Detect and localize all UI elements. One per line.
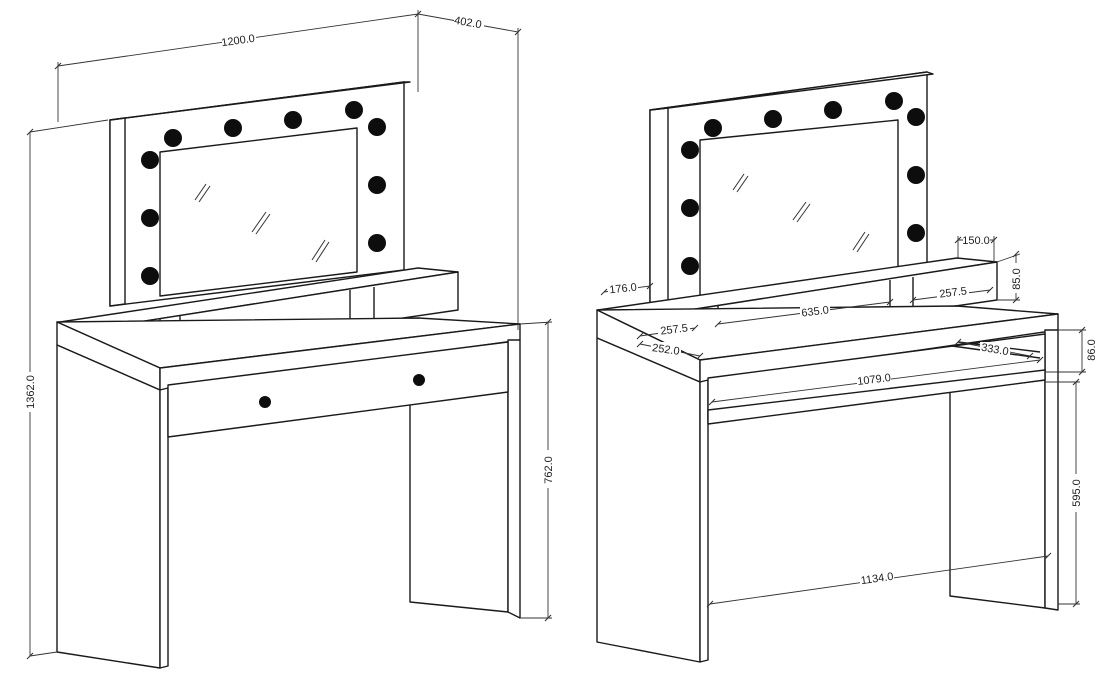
- left-drawer: [167, 341, 509, 438]
- right-vanity-view: 176.0 150.0 85.0 635.0 257.5: [596, 71, 1098, 663]
- mirror-frame-side: [109, 117, 126, 307]
- left-leg-side: [596, 337, 701, 663]
- dim-shelf-top-label: 150.0: [962, 235, 990, 247]
- right-leg-front: [1044, 329, 1059, 611]
- dim-drawer-depth-label: 333.0: [980, 342, 1009, 359]
- bulb-icon: [345, 101, 363, 119]
- bulb-icon: [704, 119, 722, 137]
- dim-shelf-depth-label: 176.0: [609, 282, 638, 297]
- bulb-icon: [907, 166, 925, 184]
- dim-inner-width-label: 1134.0: [860, 571, 894, 587]
- dim-total-height-label: 1362.0: [25, 375, 37, 409]
- left-mirror: [109, 81, 411, 307]
- bulb-icon: [681, 141, 699, 159]
- mirror-reflection-marks: [732, 173, 870, 253]
- bulb-icon: [224, 119, 242, 137]
- drawer-knob-icon: [259, 396, 271, 408]
- left-dimensions: 1200.0 402.0 1362.0 762.0: [23, 10, 555, 660]
- bulb-icon: [141, 151, 159, 169]
- mirror-frame-side: [649, 107, 669, 307]
- left-leg-front: [699, 379, 709, 663]
- left-desk-top: [56, 317, 521, 391]
- dim-leg-gap-label: 595.0: [1071, 479, 1083, 507]
- left-leg-front: [159, 387, 169, 669]
- drawer-knob-icon: [413, 374, 425, 386]
- left-desk-legs: [56, 339, 521, 669]
- dim-drawer-height-label: 86.0: [1086, 339, 1098, 360]
- mirror-bulbs: [141, 101, 386, 285]
- mirror-bulbs: [681, 92, 925, 275]
- bulb-icon: [907, 108, 925, 126]
- dim-center-width-label: 635.0: [801, 304, 830, 319]
- dim-depth-label: 402.0: [453, 15, 482, 32]
- right-leg: [949, 379, 1046, 609]
- bulb-icon: [764, 110, 782, 128]
- bulb-icon: [164, 129, 182, 147]
- bulb-icon: [141, 267, 159, 285]
- left-leg-side: [56, 344, 161, 669]
- dim-width-label: 1200.0: [221, 33, 256, 50]
- dim-side-width-left-label: 257.5: [660, 322, 689, 337]
- right-leg-front: [507, 339, 521, 619]
- dim-shelf-height-label: 85.0: [1011, 268, 1023, 289]
- dim-drawer-width-label: 1079.0: [857, 372, 892, 388]
- dim-table-height-label: 762.0: [543, 456, 555, 484]
- mirror-glass: [159, 127, 358, 297]
- bulb-icon: [824, 101, 842, 119]
- bulb-icon: [885, 92, 903, 110]
- left-vanity-view: 1200.0 402.0 1362.0 762.0: [23, 10, 555, 669]
- bulb-icon: [368, 118, 386, 136]
- dim-side-depth-label: 252.0: [651, 342, 680, 358]
- bulb-icon: [681, 257, 699, 275]
- bulb-icon: [368, 176, 386, 194]
- right-mirror: [649, 71, 934, 307]
- bulb-icon: [368, 234, 386, 252]
- drawer-front: [167, 341, 509, 438]
- bulb-icon: [907, 224, 925, 242]
- bulb-icon: [141, 209, 159, 227]
- bulb-icon: [284, 111, 302, 129]
- dim-side-width-right-label: 257.5: [939, 285, 968, 300]
- bulb-icon: [681, 199, 699, 217]
- drawer-rail: [707, 369, 1046, 425]
- mirror-frame-top: [649, 71, 934, 111]
- mirror-reflection-marks: [194, 183, 330, 263]
- mirror-frame-top: [109, 81, 411, 121]
- right-leg: [409, 387, 509, 613]
- right-dimensions: 176.0 150.0 85.0 635.0 257.5: [600, 233, 1098, 608]
